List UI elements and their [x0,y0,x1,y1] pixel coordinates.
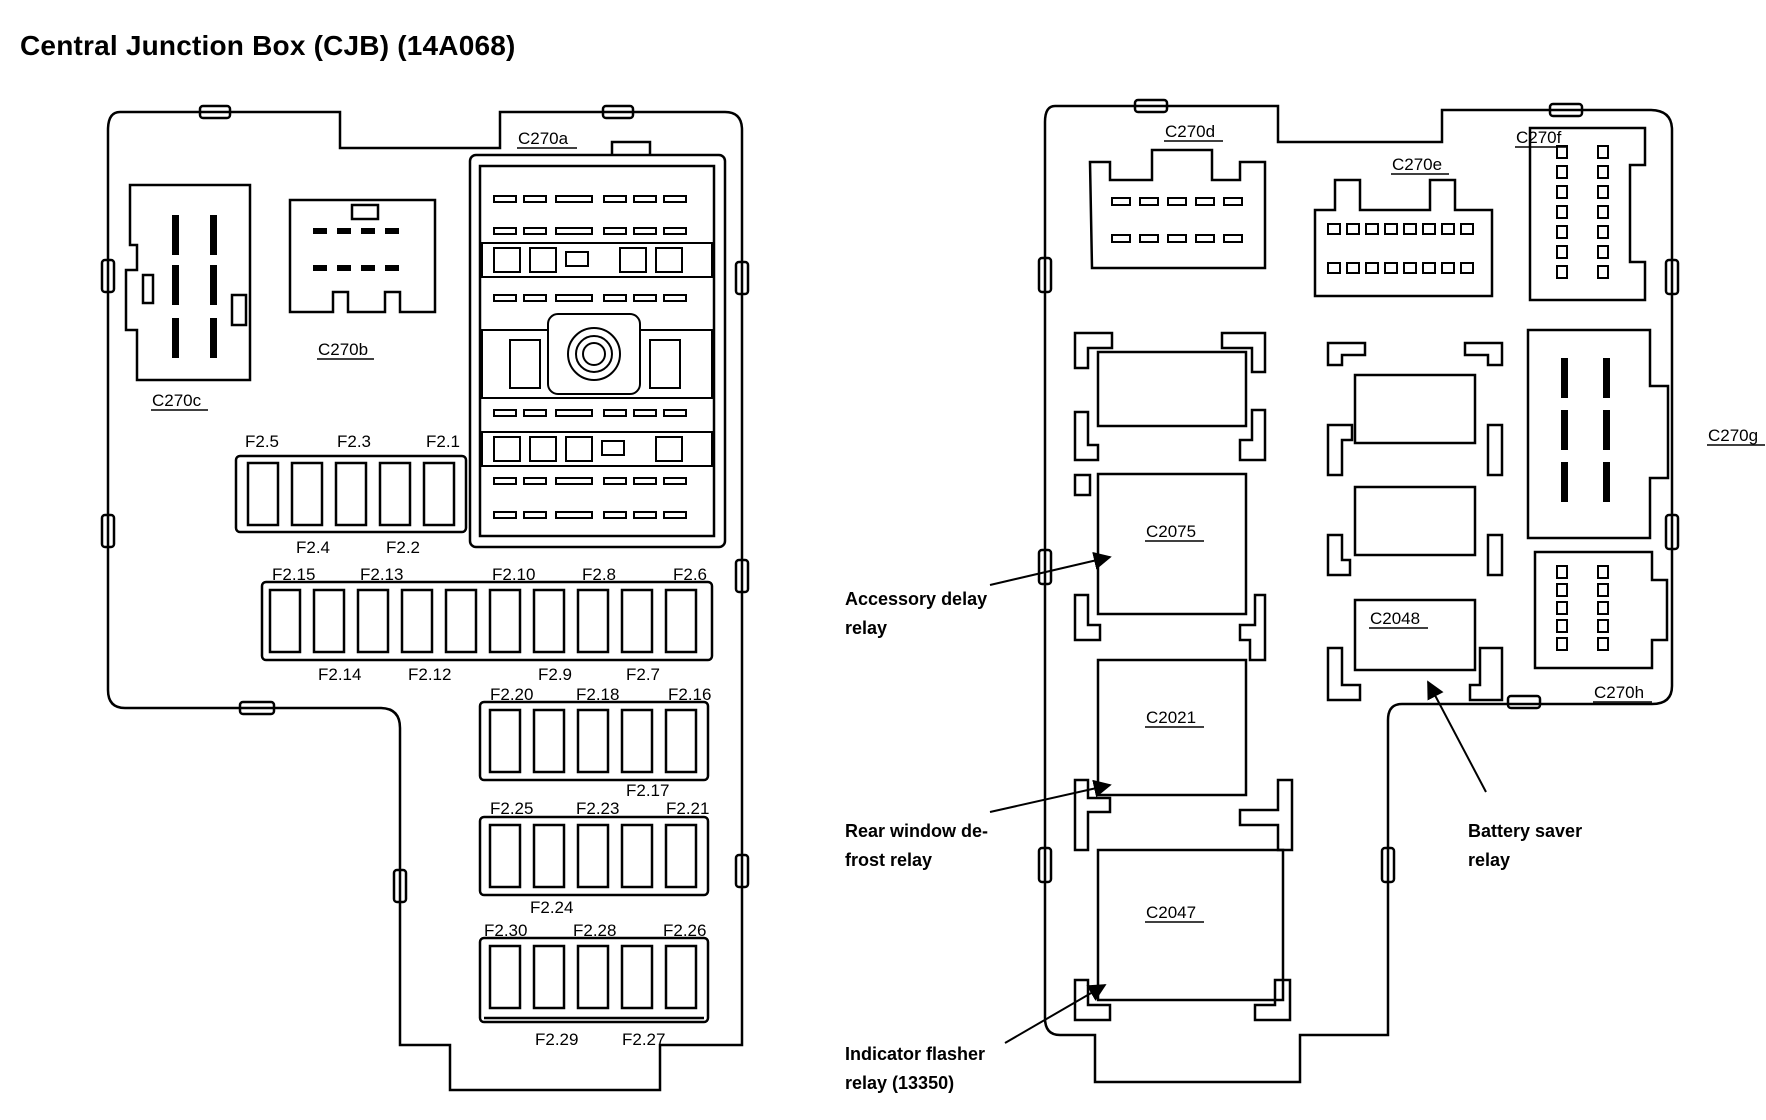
diagram-title: Central Junction Box (CJB) (14A068) [20,30,516,61]
connector-c270e [1313,178,1494,298]
fuse-label: F2.27 [622,1030,665,1049]
leader-arrow [1427,680,1487,793]
fuse-label: F2.23 [576,799,619,818]
right-housing-outline [1043,104,1674,1084]
callout-battery-saver: relay [1468,850,1510,870]
leader-arrow [1004,984,1107,1044]
connector-c270a [468,140,727,549]
fuse-label: F2.1 [426,432,460,451]
fuse-block-1 [234,454,468,534]
callout-accessory-delay: Accessory delay [845,589,987,609]
fuse-label: F2.7 [626,665,660,684]
relay-cavity-upper-right [1326,341,1504,477]
fuse-label: F2.18 [576,685,619,704]
relay-c2021 [1073,658,1294,852]
fuse-block-2 [260,580,714,662]
label-c270d: C270d [1165,122,1215,141]
fuse-label: F2.15 [272,565,315,584]
fuse-label: F2.5 [245,432,279,451]
relay-c2075 [1073,472,1267,662]
fuse-label: F2.13 [360,565,403,584]
fuse-label: F2.6 [673,565,707,584]
left-panel [100,104,750,1092]
label-c2047: C2047 [1146,903,1196,922]
fuse-block-4 [478,815,710,897]
leader-arrow [989,551,1112,586]
label-c270a: C270a [518,129,569,148]
c270a-pin-row [493,195,687,235]
callout-accessory-delay: relay [845,618,887,638]
label-c2021: C2021 [1146,708,1196,727]
connector-c270f [1528,126,1647,302]
label-c270f: C270f [1516,128,1562,147]
fuse-block-3 [478,700,710,782]
fuse-label: F2.25 [490,799,533,818]
fuse-label: F2.10 [492,565,535,584]
fuse-label: F2.2 [386,538,420,557]
connector-c270g [1526,328,1670,540]
fuse-label: F2.24 [530,898,573,917]
left-housing-outline [106,110,744,1092]
fuse-block-5 [478,936,710,1024]
fuse-label: F2.26 [663,921,706,940]
label-c2048: C2048 [1370,609,1420,628]
callout-rear-window: frost relay [845,850,932,870]
label-c270e: C270e [1392,155,1442,174]
connector-c270h [1533,550,1669,670]
fuse-label: F2.20 [490,685,533,704]
fuse-label: F2.29 [535,1030,578,1049]
fuse-label: F2.14 [318,665,361,684]
fuse-label: F2.4 [296,538,330,557]
label-c270g: C270g [1708,426,1758,445]
relay-c2048 [1326,598,1504,702]
fuse-label: F2.28 [573,921,616,940]
fuse-label: F2.21 [666,799,709,818]
relay-c2047 [1073,848,1292,1022]
connector-c270c [124,183,252,382]
fuse-label: F2.9 [538,665,572,684]
fuse-label: F2.30 [484,921,527,940]
fuse-label: F2.12 [408,665,451,684]
fuse-label: F2.3 [337,432,371,451]
callout-battery-saver: Battery saver [1468,821,1582,841]
fuse-label: F2.16 [668,685,711,704]
connector-c270b [288,198,437,314]
c270a-pin-row [493,409,687,417]
callout-indicator-flasher: relay (13350) [845,1073,954,1093]
fuse-label: F2.17 [626,781,669,800]
relay-cavity-middle-right [1326,485,1504,577]
label-c270b: C270b [318,340,368,359]
label-c270c: C270c [152,391,202,410]
connector-c270d [1088,148,1267,270]
relay-cavity-upper-left [1073,331,1267,462]
callout-rear-window: Rear window de- [845,821,988,841]
leader-arrow [989,779,1112,813]
fuse-label: F2.8 [582,565,616,584]
c270a-pin-row [493,477,687,519]
label-c270h: C270h [1594,683,1644,702]
c270a-pin-row [493,294,687,302]
callout-indicator-flasher: Indicator flasher [845,1044,985,1064]
label-c2075: C2075 [1146,522,1196,541]
right-panel [1037,98,1680,1084]
